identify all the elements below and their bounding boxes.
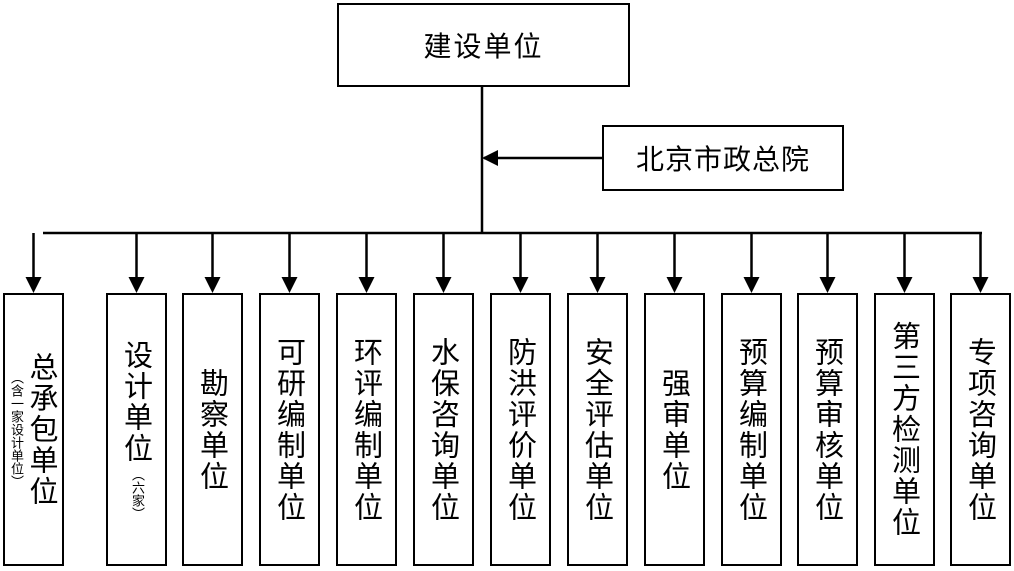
unit-box-design: 设计单位 （六家） [106,293,167,566]
unit-label: 预算编制单位 [734,336,769,523]
drop-arrowhead [435,277,452,293]
drop-arrowhead [512,277,529,293]
unit-box-eia: 环评编制单位 [336,293,397,566]
unit-box-mandatory-review: 强审单位 [644,293,705,566]
unit-label: 可研编制单位 [272,336,307,523]
unit-label: 专项咨询单位 [963,336,998,523]
drop-arrowhead [589,277,606,293]
unit-note: （六家） [129,467,144,520]
unit-box-general-contractor: 总承包单位 （含一家设计单位） [3,293,64,566]
unit-label: 第三方检测单位 [887,321,922,538]
unit-label: 安全评估单位 [580,336,615,523]
unit-note: （含一家设计单位） [8,371,23,488]
root-node-label: 建设单位 [423,30,544,63]
unit-box-special-consulting: 专项咨询单位 [950,293,1011,566]
drop-arrowhead [896,277,913,293]
drop-arrowhead [25,277,42,293]
unit-box-third-party-testing: 第三方检测单位 [874,293,935,566]
drop-arrowhead [819,277,836,293]
unit-label: 防洪评价单位 [503,336,538,523]
drop-arrows [25,233,989,293]
unit-box-budget-compilation: 预算编制单位 [721,293,782,566]
side-node-label: 北京市政总院 [635,143,810,176]
side-arrowhead [482,150,498,166]
drop-arrowhead [128,277,145,293]
root-node-box: 建设单位 [337,3,630,87]
drop-arrowhead [972,277,989,293]
unit-box-feasibility: 可研编制单位 [259,293,320,566]
unit-label: 设计单位 [119,339,154,464]
drop-arrowhead [743,277,760,293]
unit-box-safety-assessment: 安全评估单位 [567,293,628,566]
unit-label: 水保咨询单位 [426,336,461,523]
drop-arrowhead [204,277,221,293]
drop-arrowhead [358,277,375,293]
unit-box-budget-audit: 预算审核单位 [797,293,858,566]
unit-label: 预算审核单位 [810,336,845,523]
drop-arrowhead [281,277,298,293]
unit-label: 勘察单位 [195,367,230,492]
side-node-box: 北京市政总院 [602,125,844,191]
unit-box-survey: 勘察单位 [182,293,243,566]
unit-label: 总承包单位 [25,352,59,507]
unit-box-water-conservation: 水保咨询单位 [413,293,474,566]
unit-box-flood-evaluation: 防洪评价单位 [490,293,551,566]
unit-label: 环评编制单位 [349,336,384,523]
drop-arrowhead [666,277,683,293]
unit-label: 强审单位 [657,367,692,492]
